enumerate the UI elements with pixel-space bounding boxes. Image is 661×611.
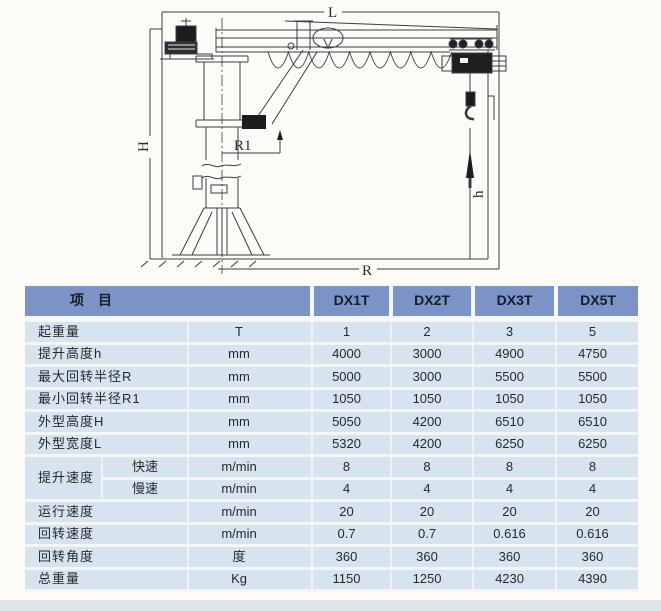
row-sublabel: 慢速 (101, 478, 188, 502)
row-label: 最大回转半径R (25, 365, 188, 390)
row-value: 1250 (390, 568, 474, 592)
header-model-dx2t: DX2T (389, 286, 474, 322)
row-value: 0.616 (472, 523, 557, 547)
page-bottom-strip (0, 600, 661, 611)
row-value: 0.616 (555, 523, 639, 547)
row-value: 4 (390, 478, 474, 502)
dim-label-L: L (328, 5, 337, 21)
row-value: 5500 (555, 365, 639, 390)
row-unit: m/min (186, 500, 313, 525)
row-value: 4 (472, 478, 557, 502)
row-value: 360 (555, 545, 639, 570)
row-value: 0.7 (390, 523, 474, 547)
header-item: 项 目 (25, 286, 313, 322)
row-value: 4230 (472, 568, 557, 592)
row-value: 2 (390, 319, 474, 345)
row-value: 4750 (555, 343, 639, 367)
row-value: 4200 (390, 410, 474, 435)
row-value: 6510 (555, 410, 639, 435)
row-value: 8 (390, 455, 474, 480)
row-unit: m/min (186, 455, 313, 480)
row-value: 3 (472, 319, 557, 345)
row-value: 1 (311, 319, 392, 345)
row-label: 运行速度 (25, 500, 188, 525)
row-label: 起重量 (25, 319, 188, 345)
row-unit: T (186, 319, 313, 345)
row-value: 20 (555, 500, 639, 525)
row-unit: mm (186, 433, 313, 457)
row-value: 3000 (390, 343, 474, 367)
row-value: 6250 (472, 433, 557, 457)
row-value: 8 (555, 455, 639, 480)
row-value: 6510 (472, 410, 557, 435)
row-label: 外型宽度L (25, 433, 188, 457)
row-value: 20 (390, 500, 474, 525)
header-model-dx3t: DX3T (471, 286, 557, 322)
row-value: 8 (472, 455, 557, 480)
row-value: 1050 (472, 388, 557, 412)
row-unit: Kg (186, 568, 313, 592)
dim-label-R1: R1 (234, 138, 252, 154)
row-value: 5000 (311, 365, 392, 390)
row-value: 4390 (555, 568, 639, 592)
row-label: 回转角度 (25, 545, 188, 570)
row-sublabel: 快速 (101, 455, 188, 480)
row-value: 0.7 (311, 523, 392, 547)
row-unit: mm (186, 410, 313, 435)
row-value: 360 (311, 545, 392, 570)
row-value: 1050 (555, 388, 639, 412)
row-value: 4000 (311, 343, 392, 367)
row-value: 1050 (311, 388, 392, 412)
row-value: 4200 (390, 433, 474, 457)
header-model-dx5t: DX5T (554, 286, 639, 322)
row-value: 5500 (472, 365, 557, 390)
row-value: 1150 (311, 568, 392, 592)
row-value: 20 (472, 500, 557, 525)
row-value: 8 (311, 455, 392, 480)
row-value: 360 (390, 545, 474, 570)
row-label: 提升高度h (25, 343, 188, 367)
row-value: 5050 (311, 410, 392, 435)
row-value: 6250 (555, 433, 639, 457)
row-unit: mm (186, 365, 313, 390)
row-label: 提升速度 (25, 455, 102, 502)
row-unit: m/min (186, 478, 313, 502)
row-value: 4 (555, 478, 639, 502)
dim-label-h: h (471, 190, 487, 198)
row-value: 1050 (390, 388, 474, 412)
row-unit: 度 (186, 545, 313, 570)
dim-label-R: R (362, 263, 372, 279)
row-label: 外型高度H (25, 410, 188, 435)
dim-label-H: H (136, 141, 152, 152)
row-value: 20 (311, 500, 392, 525)
row-label: 回转速度 (25, 523, 188, 547)
row-value: 3000 (390, 365, 474, 390)
row-value: 360 (472, 545, 557, 570)
row-value: 5320 (311, 433, 392, 457)
header-model-dx1t: DX1T (310, 286, 392, 322)
row-label: 总重量 (25, 568, 188, 592)
row-unit: mm (186, 343, 313, 367)
row-value: 4900 (472, 343, 557, 367)
row-unit: m/min (186, 523, 313, 547)
crane-diagram: L H R R1 h (136, 5, 507, 279)
row-value: 5 (555, 319, 639, 345)
row-unit: mm (186, 388, 313, 412)
row-value: 4 (311, 478, 392, 502)
row-label: 最小回转半径R1 (25, 388, 188, 412)
